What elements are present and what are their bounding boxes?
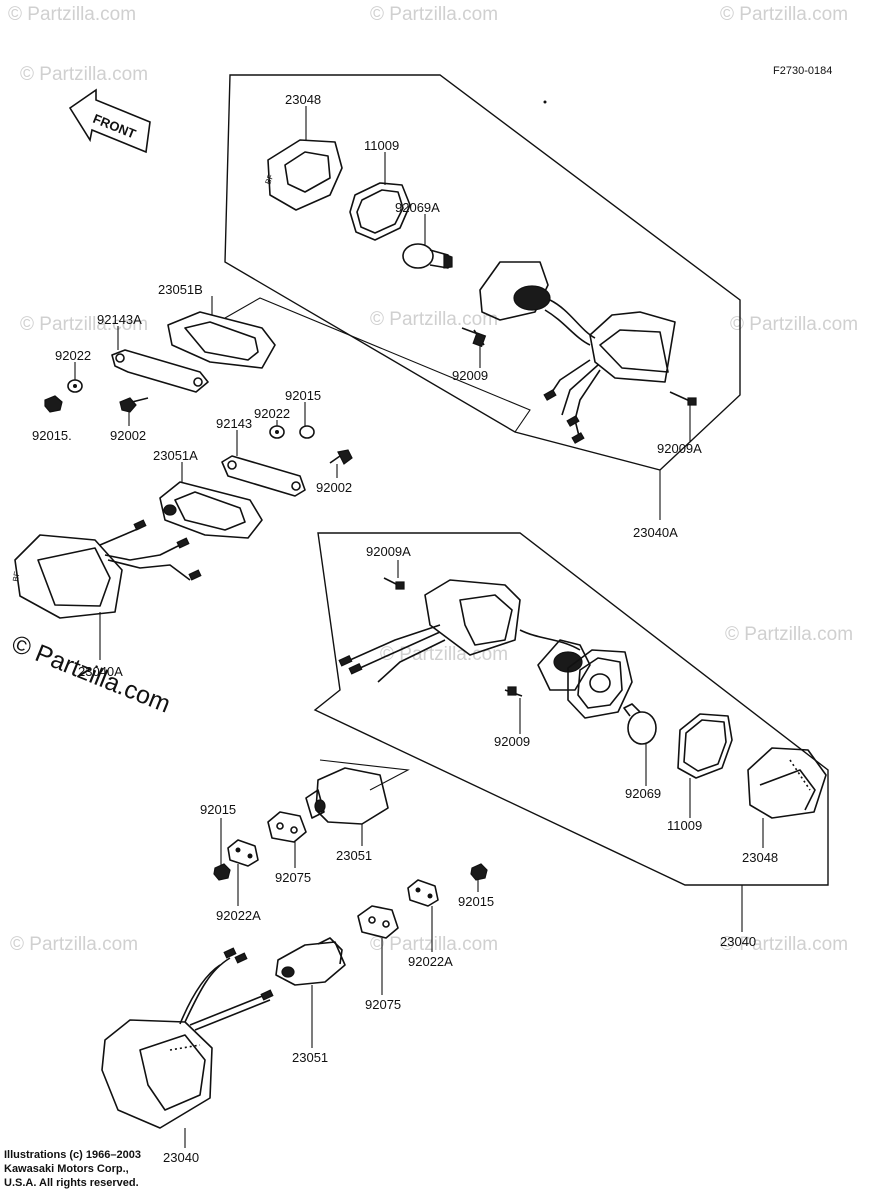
assembly-frame-23040 — [313, 532, 829, 886]
part-number-label: 23051B — [158, 282, 203, 297]
part-number-label: 23040 — [163, 1150, 199, 1165]
part-number-label: 23051 — [292, 1050, 328, 1065]
part-number-label: 92015 — [200, 802, 236, 817]
watermark: © Partzilla.com — [10, 934, 138, 955]
part-number-label: 23040A — [633, 525, 678, 540]
part-labels: 23048 11009 92069A 92009 92009A 23040A 2… — [32, 92, 778, 1165]
part-number-label: 92069 — [625, 786, 661, 801]
socket-base-right — [537, 639, 591, 691]
part-number-label: 92015 — [285, 388, 321, 403]
watermark: © Partzilla.com — [720, 934, 848, 955]
washer-92022-left — [67, 379, 83, 393]
watermark: © Partzilla.com — [370, 4, 498, 25]
frame-link-bottom — [319, 759, 410, 791]
nut-92015-left — [44, 395, 63, 413]
lens-23048-top: BF — [263, 139, 343, 211]
part-number-label: 23040A — [78, 664, 123, 679]
front-arrow: FRONT — [68, 88, 151, 154]
watermark: © Partzilla.com — [380, 644, 508, 665]
copyright-line: U.S.A. All rights reserved. — [4, 1177, 139, 1189]
part-number-label: 92143A — [97, 312, 142, 327]
screw-92009A-right — [383, 577, 405, 590]
lens-23048-right — [747, 747, 827, 819]
part-number-label: 23051 — [336, 848, 372, 863]
screw-92009A-top — [669, 391, 697, 406]
part-number-label: 92022 — [55, 348, 91, 363]
grommet-92075-left — [267, 811, 307, 843]
screw-92009-right — [504, 686, 523, 697]
lamp-base-right — [567, 649, 633, 719]
gasket-11009-right — [677, 713, 733, 779]
signal-housing-top — [543, 311, 676, 444]
part-number-label: 92075 — [365, 997, 401, 1012]
cover-23051-low — [275, 937, 346, 986]
gasket-11009-top — [349, 182, 411, 241]
part-number-label: 92015. — [32, 428, 72, 443]
plate-92022A-left — [227, 839, 259, 867]
part-number-label: 92015 — [458, 894, 494, 909]
part-number-label: 92022 — [254, 406, 290, 421]
copyright-line: Kawasaki Motors Corp., — [4, 1163, 129, 1175]
part-number-label: 92022A — [408, 954, 453, 969]
part-number-label: 92069A — [395, 200, 440, 215]
part-number-label: 92022A — [216, 908, 261, 923]
signal-housing-right — [338, 579, 581, 683]
assembly-frame-23040A — [224, 74, 741, 471]
bracket-92143A — [111, 349, 209, 393]
part-number-label: 92009A — [657, 441, 702, 456]
watermark: © Partzilla.com — [20, 314, 148, 335]
watermark: © Partzilla.com — [370, 934, 498, 955]
signal-housing-low — [101, 947, 274, 1129]
cover-23051A — [159, 481, 263, 539]
figure-code: F2730-0184 — [773, 65, 832, 77]
leader-lines — [74, 106, 764, 1148]
part-number-label: 92143 — [216, 416, 252, 431]
cover-23051-mid — [305, 767, 389, 825]
part-number-label: 92009 — [452, 368, 488, 383]
watermark: © Partzilla.com — [8, 4, 136, 25]
svg-text:BF: BF — [11, 571, 22, 583]
part-number-label: 11009 — [364, 138, 399, 153]
part-number-label: 23040 — [720, 934, 756, 949]
nut-92015-lowright — [470, 863, 488, 881]
bolt-92002-mid — [329, 449, 353, 465]
part-number-label: 23051A — [153, 448, 198, 463]
watermark: © Partzilla.com — [720, 4, 848, 25]
part-number-label: 92002 — [316, 480, 352, 495]
plate-92022A-right — [407, 879, 439, 907]
bulb-92069A — [402, 243, 453, 269]
signal-housing-left: BF — [11, 519, 202, 619]
part-number-label: 23048 — [742, 850, 778, 865]
frame-link-top — [224, 297, 531, 433]
part-number-label: 92002 — [110, 428, 146, 443]
washer-92022-mid — [269, 425, 285, 439]
watermark: © Partzilla.com — [725, 624, 853, 645]
bolt-92002-left — [119, 397, 149, 413]
bulb-92069 — [623, 703, 657, 745]
part-number-label: 92075 — [275, 870, 311, 885]
part-number-label: 92009A — [366, 544, 411, 559]
watermark: © Partzilla.com — [370, 309, 498, 330]
screw-92009-top — [461, 327, 487, 348]
part-number-label: 11009 — [667, 818, 702, 833]
bracket-92143 — [221, 455, 306, 497]
copyright-line: Illustrations (c) 1966–2003 — [4, 1149, 141, 1161]
grommet-92075-right — [357, 905, 399, 939]
copyright-notice: Illustrations (c) 1966–2003 Kawasaki Mot… — [4, 1148, 141, 1190]
cover-23051B — [167, 311, 276, 369]
svg-text:BF: BF — [263, 173, 275, 186]
watermark: © Partzilla.com — [730, 314, 858, 335]
speck — [543, 100, 547, 104]
nut-92015-mid — [299, 425, 315, 439]
part-number-label: 23048 — [285, 92, 321, 107]
nut-92015-lowleft — [213, 863, 231, 881]
socket-base-top — [479, 261, 596, 346]
part-number-label: 92009 — [494, 734, 530, 749]
watermark: © Partzilla.com — [20, 64, 148, 85]
